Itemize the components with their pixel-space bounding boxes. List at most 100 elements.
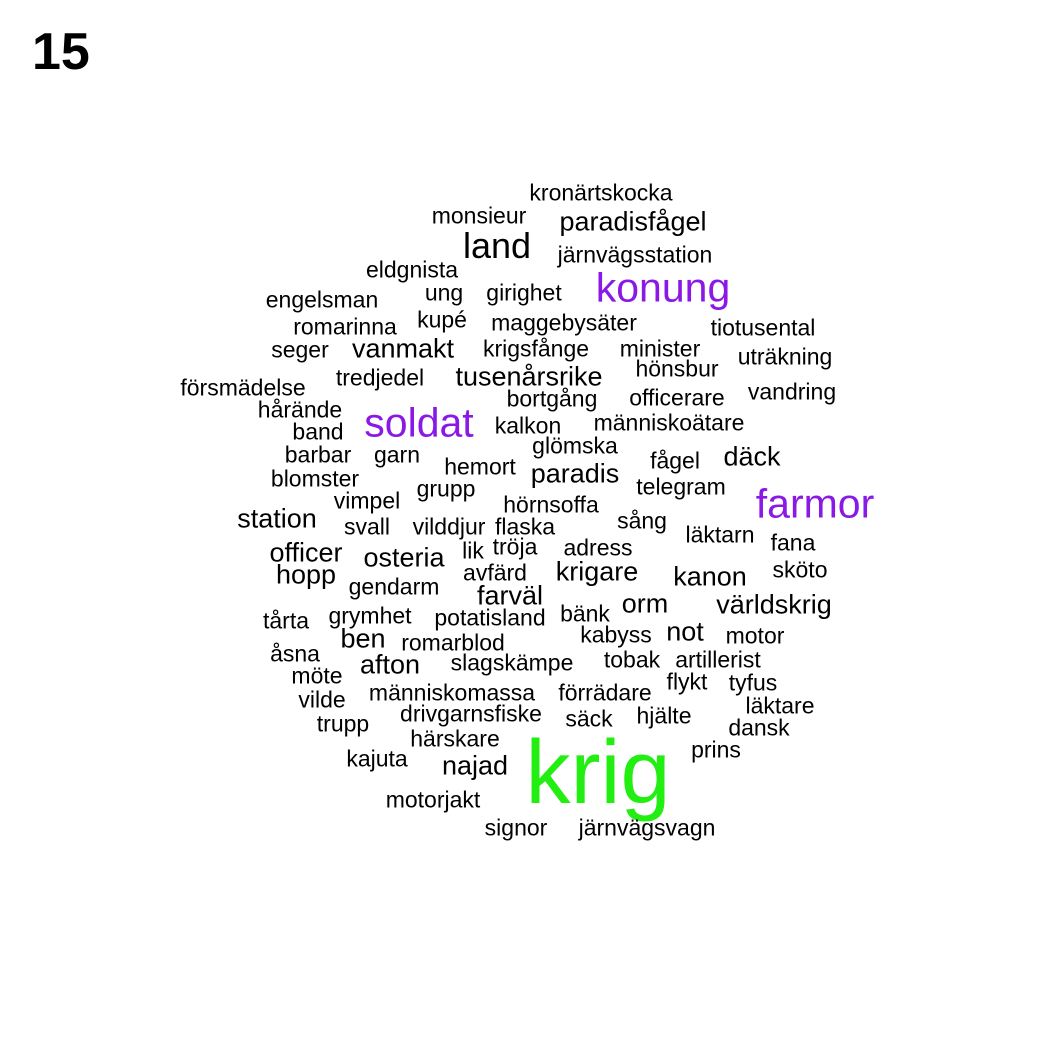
cloud-word: uträkning (737, 343, 833, 370)
cloud-word: farmor (755, 480, 875, 527)
cloud-word: najad (441, 750, 509, 781)
cloud-word: hörnsoffa (503, 491, 599, 518)
cloud-word: telegram (636, 473, 726, 500)
cloud-word: säck (565, 705, 613, 732)
cloud-word: flykt (666, 668, 708, 695)
cloud-word: band (292, 418, 344, 445)
cloud-word: bänk (560, 600, 610, 627)
cloud-word: motorjakt (385, 786, 481, 813)
cloud-word: trupp (316, 710, 370, 737)
cloud-word: vilde (298, 686, 346, 713)
cloud-word: orm (621, 588, 669, 619)
cloud-word: maggebysäter (491, 309, 637, 336)
cloud-word: bortgång (506, 385, 598, 412)
cloud-word: förrädare (558, 679, 652, 706)
cloud-word: signor (484, 814, 548, 841)
cloud-word: läktarn (685, 521, 755, 548)
cloud-word: osteria (363, 542, 445, 573)
cloud-word: sång (617, 507, 667, 534)
cloud-word: officer (269, 537, 343, 568)
cloud-word: romarinna (293, 313, 397, 340)
cloud-word: kupé (417, 306, 467, 333)
cloud-word: tredjedel (335, 364, 425, 391)
cloud-word: kajuta (346, 745, 408, 772)
cloud-word: flaska (494, 513, 556, 540)
cloud-word: motor (725, 622, 785, 649)
cloud-word: paradis (530, 458, 620, 489)
cloud-word: prins (691, 736, 741, 763)
cloud-word: afton (359, 649, 421, 680)
cloud-word: garn (373, 441, 421, 468)
cloud-word: fågel (650, 447, 700, 474)
cloud-word: officerare (629, 384, 725, 411)
cloud-word: järnvägsvagn (578, 814, 716, 841)
cloud-word: monsieur (431, 202, 527, 229)
cloud-word: grymhet (328, 602, 412, 629)
cloud-word: hönsbur (635, 355, 719, 382)
cloud-word: krig (525, 723, 671, 823)
cloud-word: artillerist (675, 646, 761, 673)
cloud-word: vimpel (333, 487, 401, 514)
cloud-word: gendarm (348, 573, 440, 600)
cloud-word: tyfus (728, 669, 778, 696)
cloud-word: människoätare (593, 409, 745, 436)
cloud-word: grupp (416, 475, 476, 502)
cloud-word: drivgarnsfiske (400, 700, 542, 727)
cloud-word: kabyss (580, 621, 652, 648)
cloud-word: fana (770, 529, 816, 556)
cloud-word: adress (563, 534, 633, 561)
cloud-word: hårände (257, 396, 343, 423)
cloud-word: människomassa (368, 679, 536, 706)
cloud-word: glömska (532, 432, 618, 459)
cloud-word: seger (271, 336, 329, 363)
cloud-word: minister (619, 335, 701, 362)
cloud-word: vanmakt (351, 333, 455, 364)
cloud-word: blomster (270, 465, 360, 492)
cloud-word: sköto (772, 556, 828, 583)
panel-label: 15 (32, 23, 90, 81)
cloud-word: krigsfånge (482, 335, 590, 362)
cloud-word: försmädelse (180, 374, 306, 401)
cloud-word: däck (723, 441, 781, 472)
cloud-word: järnvägsstation (557, 241, 713, 268)
cloud-word: möte (291, 662, 343, 689)
cloud-word: tobak (603, 646, 661, 673)
cloud-word: vilddjur (412, 513, 486, 540)
cloud-word: soldat (364, 399, 474, 446)
cloud-word: kronärtskocka (529, 179, 673, 206)
cloud-word: avfärd (463, 559, 527, 586)
cloud-word: svall (343, 513, 391, 540)
cloud-word: världskrig (716, 589, 832, 620)
cloud-word: ben (340, 623, 386, 654)
cloud-word: kalkon (494, 412, 562, 439)
cloud-word: station (237, 503, 317, 534)
cloud-word: romarblod (401, 629, 505, 656)
cloud-word: not (666, 616, 704, 647)
cloud-word: kanon (673, 561, 747, 592)
cloud-word: hjälte (636, 702, 692, 729)
cloud-word: hemort (444, 453, 516, 480)
cloud-word: barbar (284, 441, 352, 468)
cloud-word: lik (462, 537, 484, 564)
cloud-word: paradisfågel (559, 206, 707, 237)
cloud-word: farväl (476, 580, 544, 611)
cloud-word: slagskämpe (450, 649, 574, 676)
cloud-word: vandring (747, 378, 837, 405)
cloud-word: dansk (728, 714, 790, 741)
cloud-word: tröja (492, 533, 538, 560)
cloud-word: land (462, 225, 532, 266)
cloud-word: läktare (745, 692, 815, 719)
cloud-word: tiotusental (710, 314, 816, 341)
cloud-word: krigare (555, 556, 639, 587)
cloud-word: konung (595, 264, 731, 311)
cloud-word: girighet (486, 279, 562, 306)
cloud-word: eldgnista (365, 256, 459, 283)
cloud-word: hopp (275, 559, 337, 590)
cloud-word: engelsman (265, 286, 379, 313)
cloud-word: tårta (262, 607, 310, 634)
cloud-word: ung (424, 279, 464, 306)
cloud-word: potatisland (434, 604, 546, 631)
cloud-word: tusenårsrike (455, 361, 603, 392)
cloud-word: åsna (270, 640, 320, 667)
